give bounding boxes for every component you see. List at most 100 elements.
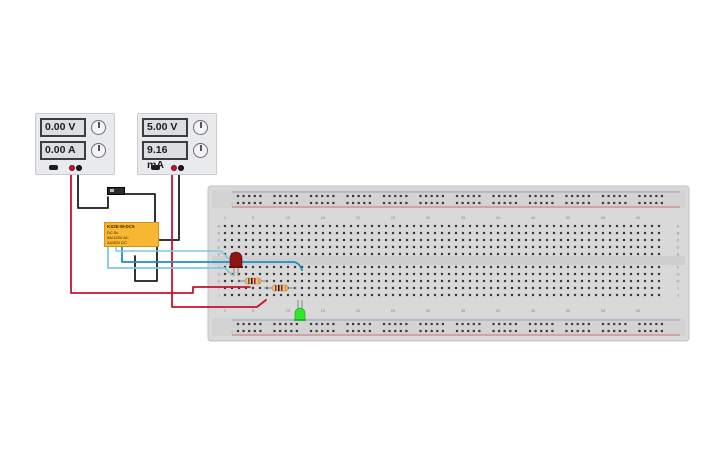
breadboard-hole[interactable] (370, 231, 374, 235)
breadboard-hole[interactable] (489, 293, 493, 297)
breadboard-hole[interactable] (538, 293, 542, 297)
breadboard-hole[interactable] (328, 279, 332, 283)
breadboard-hole[interactable] (309, 322, 313, 326)
breadboard-hole[interactable] (565, 329, 568, 333)
breadboard-hole[interactable] (552, 265, 556, 269)
breadboard-hole[interactable] (279, 329, 282, 333)
breadboard-hole[interactable] (618, 329, 621, 333)
breadboard-hole[interactable] (636, 279, 640, 283)
breadboard-hole[interactable] (412, 286, 416, 290)
breadboard-hole[interactable] (566, 252, 570, 256)
breadboard-hole[interactable] (472, 194, 475, 198)
breadboard-hole[interactable] (517, 279, 521, 283)
breadboard-hole[interactable] (405, 238, 409, 242)
breadboard-hole[interactable] (321, 245, 325, 249)
breadboard-hole[interactable] (377, 245, 381, 249)
breadboard-hole[interactable] (352, 322, 355, 326)
breadboard-hole[interactable] (478, 194, 481, 198)
breadboard-hole[interactable] (356, 231, 360, 235)
breadboard-hole[interactable] (657, 293, 661, 297)
breadboard-hole[interactable] (253, 201, 256, 205)
breadboard-hole[interactable] (510, 252, 514, 256)
breadboard-hole[interactable] (482, 252, 486, 256)
breadboard-hole[interactable] (650, 265, 654, 269)
breadboard-hole[interactable] (580, 286, 584, 290)
breadboard-hole[interactable] (528, 201, 532, 205)
breadboard-hole[interactable] (551, 322, 554, 326)
breadboard-hole[interactable] (237, 245, 241, 249)
breadboard-hole[interactable] (650, 245, 654, 249)
breadboard-hole[interactable] (244, 238, 248, 242)
breadboard-hole[interactable] (248, 194, 251, 198)
breadboard-hole[interactable] (629, 231, 633, 235)
breadboard-hole[interactable] (426, 286, 430, 290)
breadboard-hole[interactable] (545, 272, 549, 276)
breadboard-hole[interactable] (384, 272, 388, 276)
breadboard-hole[interactable] (528, 194, 532, 198)
breadboard-hole[interactable] (552, 293, 556, 297)
breadboard-hole[interactable] (286, 272, 290, 276)
breadboard-hole[interactable] (258, 252, 262, 256)
breadboard-hole[interactable] (587, 279, 591, 283)
breadboard-hole[interactable] (293, 238, 297, 242)
breadboard-hole[interactable] (607, 322, 610, 326)
breadboard-hole[interactable] (559, 272, 563, 276)
breadboard-hole[interactable] (468, 252, 472, 256)
breadboard-hole[interactable] (300, 231, 304, 235)
breadboard-hole[interactable] (368, 322, 371, 326)
breadboard-hole[interactable] (618, 194, 621, 198)
breadboard-hole[interactable] (237, 231, 241, 235)
breadboard-hole[interactable] (377, 272, 381, 276)
breadboard-hole[interactable] (643, 265, 647, 269)
breadboard-hole[interactable] (290, 329, 293, 333)
breadboard-hole[interactable] (433, 272, 437, 276)
breadboard-hole[interactable] (608, 238, 612, 242)
breadboard-hole[interactable] (643, 231, 647, 235)
breadboard-hole[interactable] (248, 201, 251, 205)
breadboard-hole[interactable] (300, 286, 304, 290)
breadboard-hole[interactable] (607, 194, 610, 198)
breadboard-hole[interactable] (613, 322, 616, 326)
breadboard-hole[interactable] (528, 322, 532, 326)
breadboard-hole[interactable] (524, 231, 528, 235)
breadboard-hole[interactable] (398, 265, 402, 269)
breadboard-hole[interactable] (363, 224, 367, 228)
breadboard-hole[interactable] (332, 322, 335, 326)
breadboard-hole[interactable] (545, 194, 548, 198)
breadboard-hole[interactable] (517, 245, 521, 249)
breadboard-hole[interactable] (454, 238, 458, 242)
breadboard-hole[interactable] (615, 224, 619, 228)
breadboard-hole[interactable] (608, 286, 612, 290)
breadboard-hole[interactable] (576, 329, 579, 333)
breadboard-hole[interactable] (244, 252, 248, 256)
breadboard-hole[interactable] (259, 194, 262, 198)
breadboard-hole[interactable] (342, 245, 346, 249)
breadboard-hole[interactable] (571, 322, 574, 326)
breadboard-hole[interactable] (468, 231, 472, 235)
breadboard-hole[interactable] (461, 286, 465, 290)
breadboard-hole[interactable] (528, 329, 532, 333)
breadboard-hole[interactable] (391, 279, 395, 283)
breadboard-hole[interactable] (503, 231, 507, 235)
breadboard-hole[interactable] (559, 252, 563, 256)
breadboard-hole[interactable] (295, 201, 298, 205)
breadboard-hole[interactable] (559, 286, 563, 290)
breadboard-hole[interactable] (538, 272, 542, 276)
breadboard-hole[interactable] (237, 272, 241, 276)
breadboard-hole[interactable] (253, 322, 256, 326)
breadboard-hole[interactable] (601, 224, 605, 228)
wire-black-switch-to-relay[interactable] (124, 193, 156, 225)
breadboard-hole[interactable] (644, 322, 647, 326)
breadboard-hole[interactable] (349, 265, 353, 269)
breadboard-hole[interactable] (503, 286, 507, 290)
breadboard-hole[interactable] (643, 224, 647, 228)
breadboard-hole[interactable] (587, 322, 590, 326)
breadboard-hole[interactable] (510, 272, 514, 276)
breadboard-hole[interactable] (236, 201, 240, 205)
breadboard-hole[interactable] (346, 201, 349, 205)
breadboard-hole[interactable] (636, 272, 640, 276)
breadboard-hole[interactable] (244, 245, 248, 249)
breadboard-hole[interactable] (223, 286, 227, 290)
breadboard-hole[interactable] (279, 224, 283, 228)
breadboard-hole[interactable] (259, 322, 262, 326)
